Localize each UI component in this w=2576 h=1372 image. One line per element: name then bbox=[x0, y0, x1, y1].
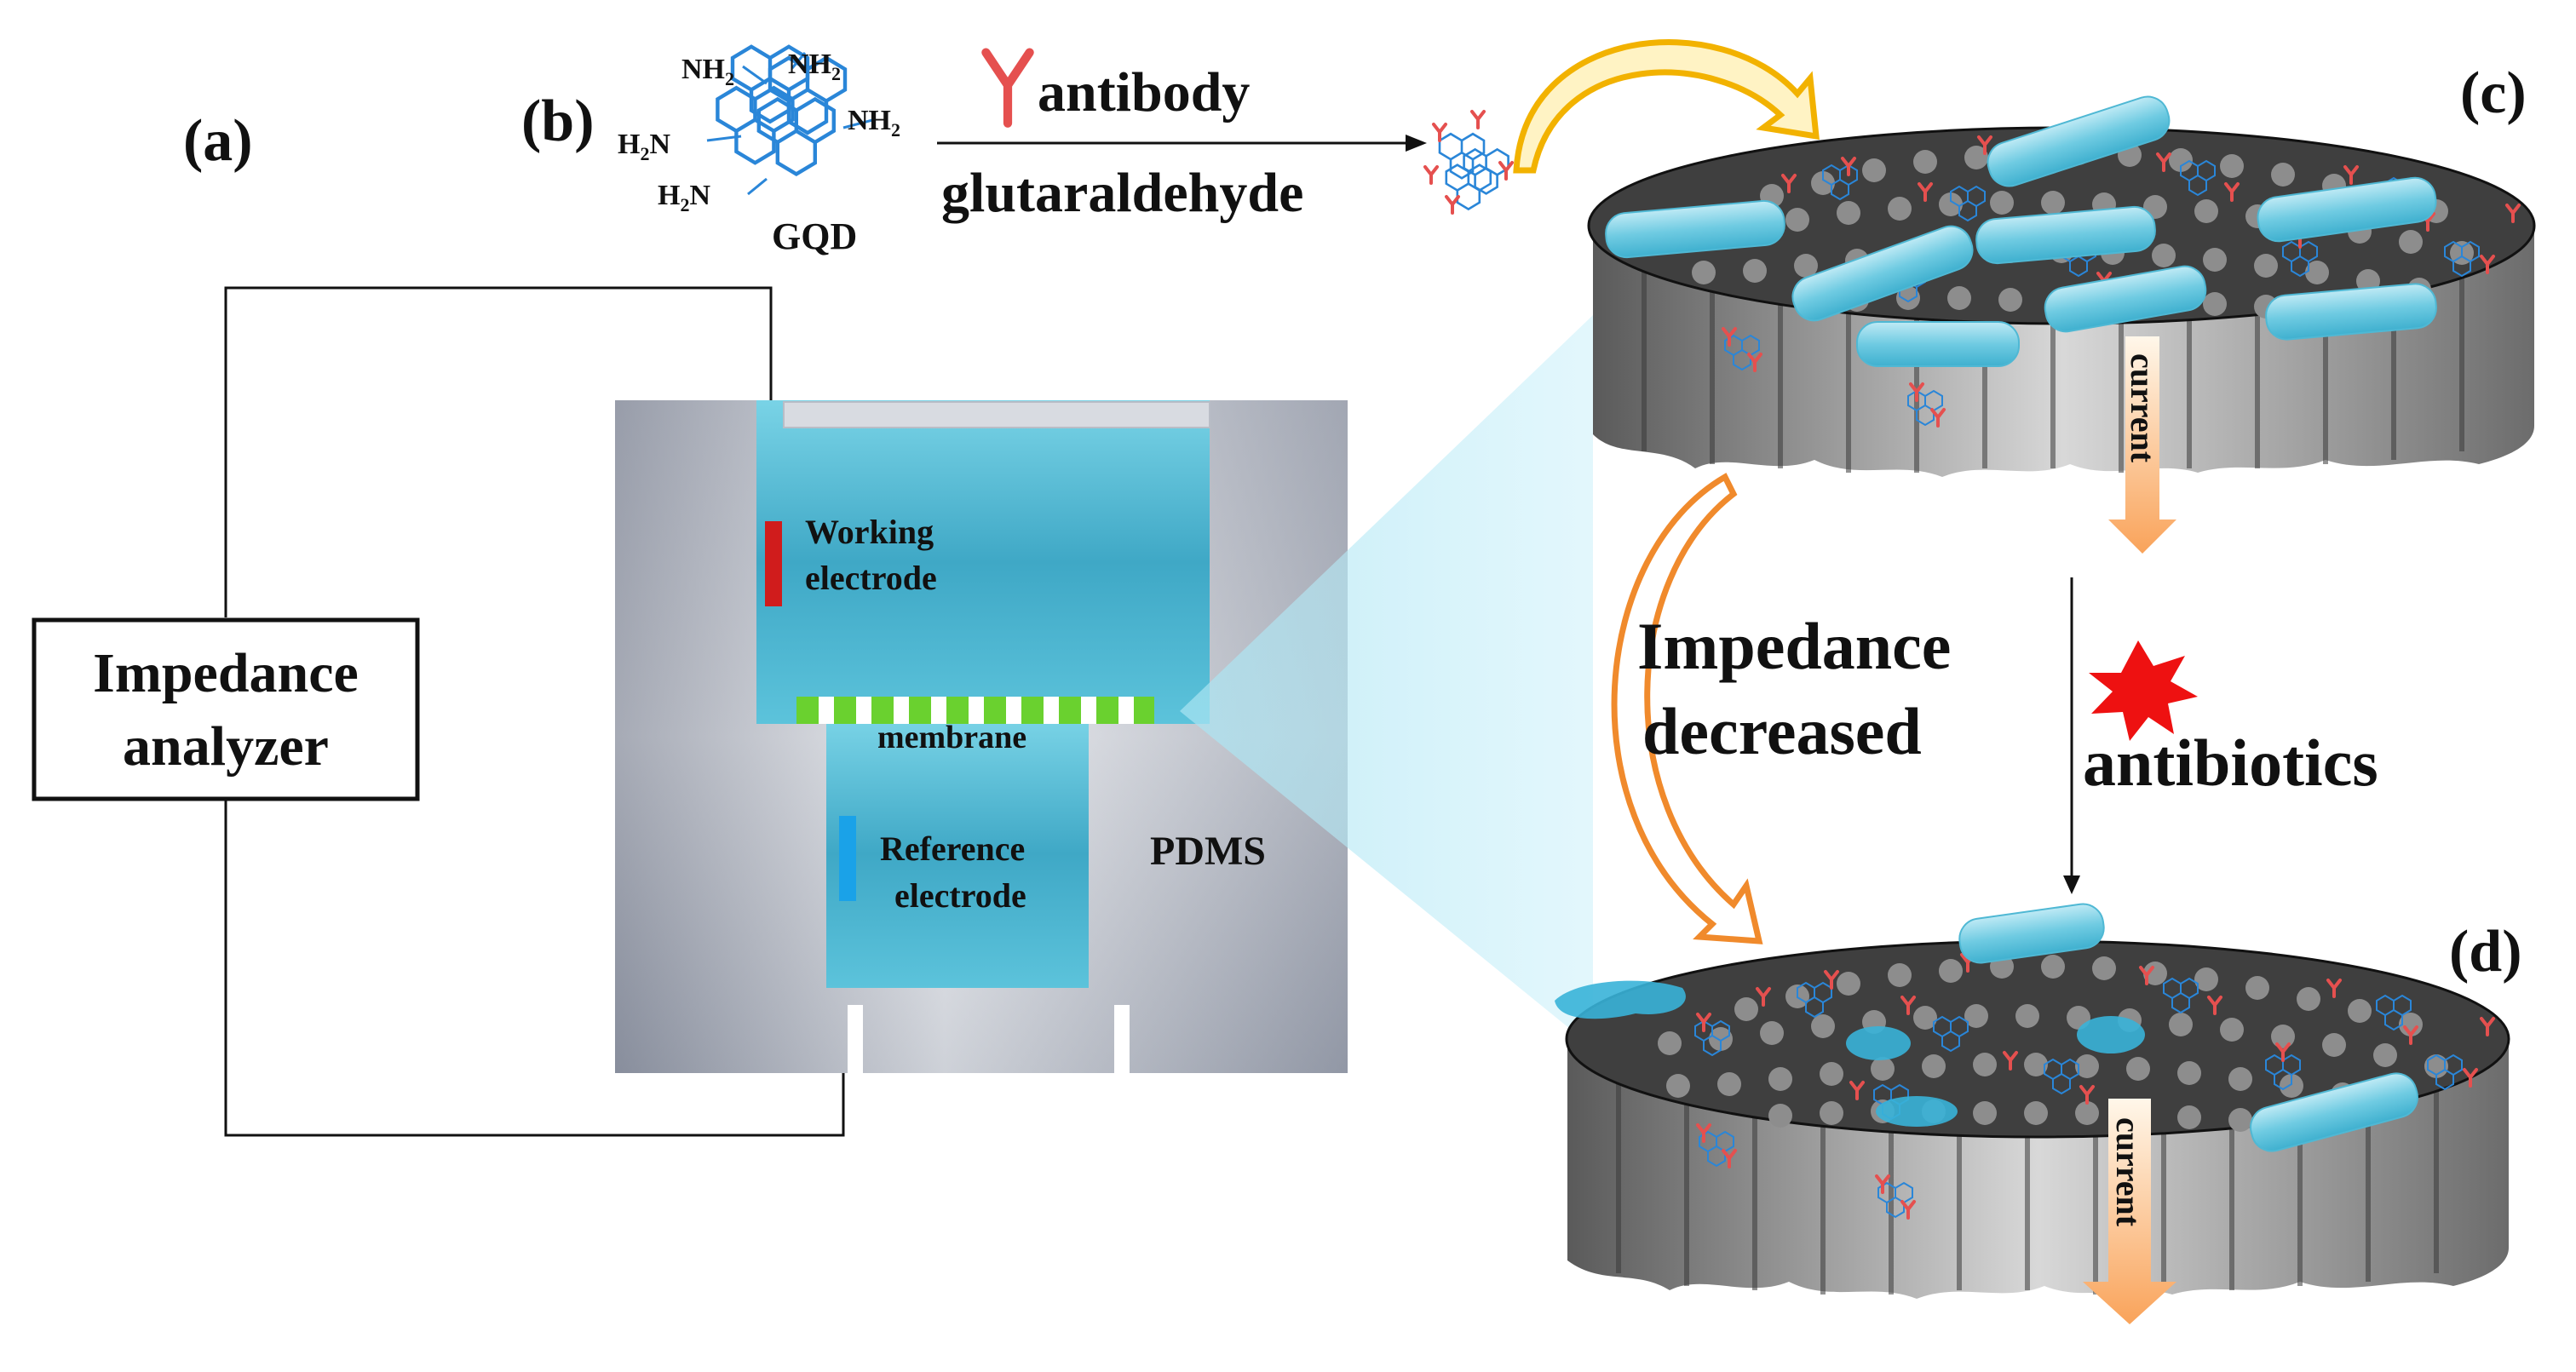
impedance-analyzer: Impedance analyzer bbox=[32, 617, 420, 801]
upper-chamber bbox=[756, 400, 1210, 724]
reaction-step: antibody glutaraldehyde bbox=[937, 48, 1427, 224]
reagent-antibody: antibody bbox=[1038, 61, 1250, 123]
bacteria-debris-after bbox=[1555, 980, 2145, 1127]
panel-label-a: (a) bbox=[183, 108, 253, 174]
current-arrow-before: current bbox=[2108, 336, 2176, 554]
lower-chamber bbox=[826, 720, 1089, 988]
gqd-molecule: NH2 NH2 NH2 H2N H2N GQD bbox=[618, 47, 900, 257]
working-electrode-label-line1: Working bbox=[805, 513, 934, 551]
reagent-glutaraldehyde: glutaraldehyde bbox=[941, 162, 1303, 224]
current-label-before: current bbox=[2124, 353, 2162, 463]
gqd-antibody-conjugate bbox=[1423, 110, 1514, 215]
antibiotics-step: antibiotics bbox=[2063, 577, 2378, 894]
panel-label-d: (d) bbox=[2449, 919, 2522, 985]
membrane bbox=[796, 697, 1154, 724]
working-electrode bbox=[765, 521, 782, 606]
panel-label-c: (c) bbox=[2460, 60, 2527, 126]
analyzer-label-line1: Impedance bbox=[93, 642, 359, 704]
gqd-label: GQD bbox=[772, 215, 857, 257]
current-label-after: current bbox=[2109, 1117, 2148, 1227]
pdms-label: PDMS bbox=[1150, 829, 1266, 874]
burst-icon bbox=[2089, 640, 2198, 741]
impedance-change-arrow-icon bbox=[1611, 473, 1763, 944]
antibody-icon bbox=[981, 48, 1034, 128]
bacteria-rods-before bbox=[1605, 95, 2437, 367]
reference-electrode bbox=[839, 816, 856, 901]
analyzer-label-line2: analyzer bbox=[123, 715, 329, 778]
current-arrow-after: current bbox=[2083, 1099, 2176, 1324]
antibiotics-label: antibiotics bbox=[2083, 726, 2378, 800]
nanopore-surface-before: current bbox=[1587, 95, 2536, 554]
svg-text:H2N: H2N bbox=[658, 180, 710, 215]
transfer-arrow-icon bbox=[1513, 39, 1820, 174]
svg-text:NH2: NH2 bbox=[848, 105, 900, 141]
working-electrode-label-line2: electrode bbox=[805, 559, 937, 597]
svg-text:NH2: NH2 bbox=[788, 49, 841, 84]
svg-text:H2N: H2N bbox=[618, 129, 670, 164]
bacteria-rods-after bbox=[1958, 903, 2418, 1152]
membrane-label: membrane bbox=[877, 720, 1026, 755]
impedance-decreased-line2: decreased bbox=[1642, 694, 1922, 768]
svg-text:NH2: NH2 bbox=[681, 54, 734, 89]
panel-label-b: (b) bbox=[521, 89, 595, 154]
nanopore-surface-after: current bbox=[1555, 903, 2510, 1324]
reference-electrode-label-line2: electrode bbox=[894, 876, 1026, 915]
reference-electrode-label-line1: Reference bbox=[880, 830, 1025, 868]
zoom-beam bbox=[1180, 315, 1593, 1048]
impedance-decreased-line1: Impedance bbox=[1637, 609, 1951, 683]
